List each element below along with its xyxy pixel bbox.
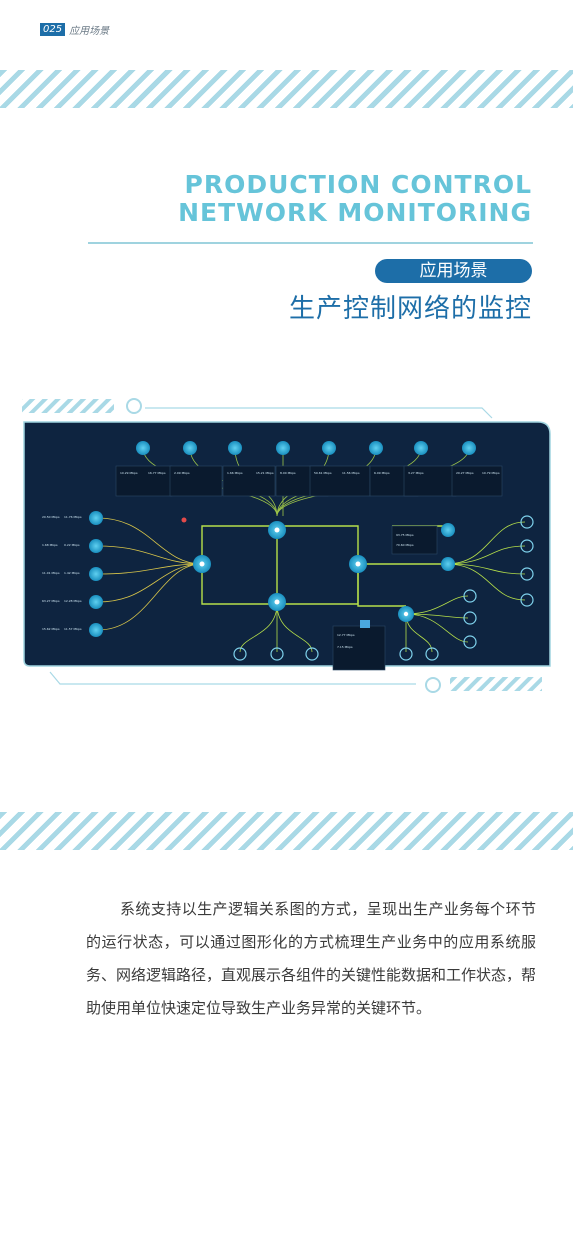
svg-text:15.21 Mbps: 15.21 Mbps <box>256 471 274 475</box>
frame-ring-bottom <box>425 677 441 693</box>
node-glyphs <box>199 527 409 617</box>
network-nodes <box>89 441 534 661</box>
english-title-line2: NETWORK MONITORING <box>178 198 532 227</box>
svg-text:15.62 Mbps: 15.62 Mbps <box>42 627 60 631</box>
section-badge: 应用场景 <box>375 259 532 283</box>
svg-text:20.50 Mbps: 20.50 Mbps <box>42 515 60 519</box>
svg-text:16.77 Mbps: 16.77 Mbps <box>148 471 166 475</box>
english-title: PRODUCTION CONTROL NETWORK MONITORING <box>178 171 532 227</box>
decor-stripe-bottom <box>0 812 573 850</box>
svg-text:10.29 Mbps: 10.29 Mbps <box>120 471 138 475</box>
svg-text:12.28 Mbps: 12.28 Mbps <box>64 599 82 603</box>
svg-text:0.22 Mbps: 0.22 Mbps <box>64 543 80 547</box>
svg-text:12.77 Mbps: 12.77 Mbps <box>337 633 355 637</box>
svg-text:7.15 Mbps: 7.15 Mbps <box>337 645 353 649</box>
page-number: 025 <box>40 22 66 36</box>
svg-text:8.00 Mbps: 8.00 Mbps <box>280 471 296 475</box>
svg-text:70.60 Mbps: 70.60 Mbps <box>396 543 414 547</box>
left-fan-links <box>97 517 203 631</box>
svg-text:10.79 Mbps: 10.79 Mbps <box>482 471 500 475</box>
frame-stripe-bottom <box>450 677 542 691</box>
svg-text:93.75 Mbps: 93.75 Mbps <box>396 533 414 537</box>
svg-text:1.42 Mbps: 1.42 Mbps <box>64 571 80 575</box>
left-column-nodes <box>89 511 103 637</box>
svg-text:11.76 Mbps: 11.76 Mbps <box>64 515 82 519</box>
frame-line-bottom <box>49 671 416 685</box>
svg-text:6.09 Mbps: 6.09 Mbps <box>374 471 390 475</box>
svg-text:3.27 Mbps: 3.27 Mbps <box>408 471 424 475</box>
section-label: 应用场景 <box>69 25 110 37</box>
svg-text:1.68 Mbps: 1.68 Mbps <box>42 543 58 547</box>
chinese-title: 生产控制网络的监控 <box>288 294 532 324</box>
frame-stripe-top <box>22 399 114 413</box>
frame-line-top <box>145 407 493 419</box>
svg-text:20.27 Mbps: 20.27 Mbps <box>456 471 474 475</box>
svg-text:59.61 Mbps: 59.61 Mbps <box>314 471 332 475</box>
english-title-line1: PRODUCTION CONTROL <box>184 170 532 199</box>
decor-stripe-top <box>0 70 573 108</box>
server-icon <box>360 620 370 628</box>
title-divider <box>88 242 533 244</box>
svg-text:11.56 Mbps: 11.56 Mbps <box>342 471 360 475</box>
edge-nodes <box>233 515 534 661</box>
svg-text:11.01 Mbps: 11.01 Mbps <box>42 571 60 575</box>
svg-text:1.66 Mbps: 1.66 Mbps <box>227 471 243 475</box>
metric-cards <box>115 465 503 671</box>
svg-text:63.27 Mbps: 63.27 Mbps <box>42 599 60 603</box>
alert-dot <box>181 517 187 523</box>
frame-ring-top <box>126 398 142 414</box>
svg-text:11.57 Mbps: 11.57 Mbps <box>64 627 82 631</box>
svg-text:2.09 Mbps: 2.09 Mbps <box>174 471 190 475</box>
page-header: 025 应用场景 <box>40 22 110 37</box>
top-row-nodes <box>136 441 476 455</box>
body-paragraph: 系统支持以生产逻辑关系图的方式，呈现出生产业务每个环节的运行状态，可以通过图形化… <box>86 900 537 1017</box>
